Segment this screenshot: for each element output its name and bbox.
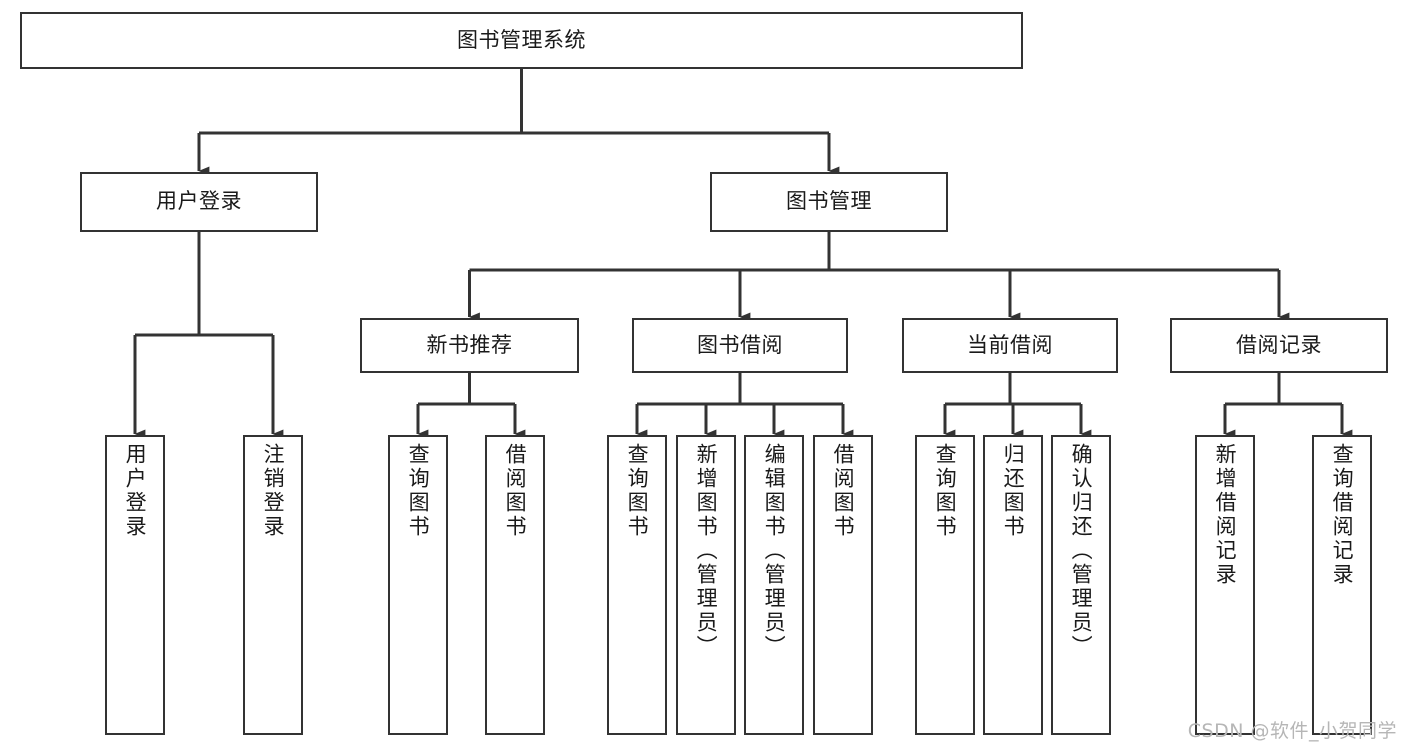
node-label: 查询图书 <box>406 443 431 539</box>
watermark-label: CSDN @软件_小贺同学 <box>1187 720 1397 742</box>
node-label: 用户登录 <box>123 443 148 539</box>
node-label: 确认归还（管理员） <box>1069 443 1094 659</box>
node-label: 注销登录 <box>261 443 286 539</box>
node-l2-borrow-record[interactable]: 借阅记录 <box>1170 318 1388 373</box>
node-label: 新增图书（管理员） <box>694 443 719 659</box>
node-label: 当前借阅 <box>967 332 1053 357</box>
node-leaf-return-book[interactable]: 归还图书 <box>983 435 1043 735</box>
node-label: 查询图书 <box>625 443 650 539</box>
node-leaf-borrow-book-b[interactable]: 借阅图书 <box>813 435 873 735</box>
node-leaf-query-book-b[interactable]: 查询图书 <box>607 435 667 735</box>
node-label: 图书借阅 <box>697 332 783 357</box>
node-label: 借阅记录 <box>1236 332 1322 357</box>
node-root[interactable]: 图书管理系统 <box>20 12 1023 69</box>
node-leaf-add-record[interactable]: 新增借阅记录 <box>1195 435 1255 735</box>
node-leaf-confirm-return[interactable]: 确认归还（管理员） <box>1051 435 1111 735</box>
node-leaf-edit-book[interactable]: 编辑图书（管理员） <box>744 435 804 735</box>
node-label: 查询图书 <box>933 443 958 539</box>
node-label: 新书推荐 <box>426 332 513 357</box>
node-label: 用户登录 <box>156 189 242 214</box>
node-label: 借阅图书 <box>831 443 856 539</box>
node-label: 编辑图书（管理员） <box>762 443 787 659</box>
node-label: 新增借阅记录 <box>1213 443 1238 587</box>
node-label: 图书管理 <box>786 189 872 214</box>
node-label: 图书管理系统 <box>457 27 586 52</box>
node-leaf-add-book[interactable]: 新增图书（管理员） <box>676 435 736 735</box>
node-l2-current-borrow[interactable]: 当前借阅 <box>902 318 1118 373</box>
node-l2-book-borrow[interactable]: 图书借阅 <box>632 318 848 373</box>
node-l2-new-book-rec[interactable]: 新书推荐 <box>360 318 579 373</box>
node-leaf-query-record[interactable]: 查询借阅记录 <box>1312 435 1372 735</box>
node-leaf-query-book-rec[interactable]: 查询图书 <box>388 435 448 735</box>
node-leaf-borrow-book-rec[interactable]: 借阅图书 <box>485 435 545 735</box>
node-l1-user-login[interactable]: 用户登录 <box>80 172 318 232</box>
node-leaf-logout[interactable]: 注销登录 <box>243 435 303 735</box>
node-label: 归还图书 <box>1001 443 1026 539</box>
node-l1-book-mgmt[interactable]: 图书管理 <box>710 172 948 232</box>
node-leaf-query-book-c[interactable]: 查询图书 <box>915 435 975 735</box>
node-leaf-user-login[interactable]: 用户登录 <box>105 435 165 735</box>
node-label: 查询借阅记录 <box>1330 443 1355 587</box>
node-label: 借阅图书 <box>503 443 528 539</box>
